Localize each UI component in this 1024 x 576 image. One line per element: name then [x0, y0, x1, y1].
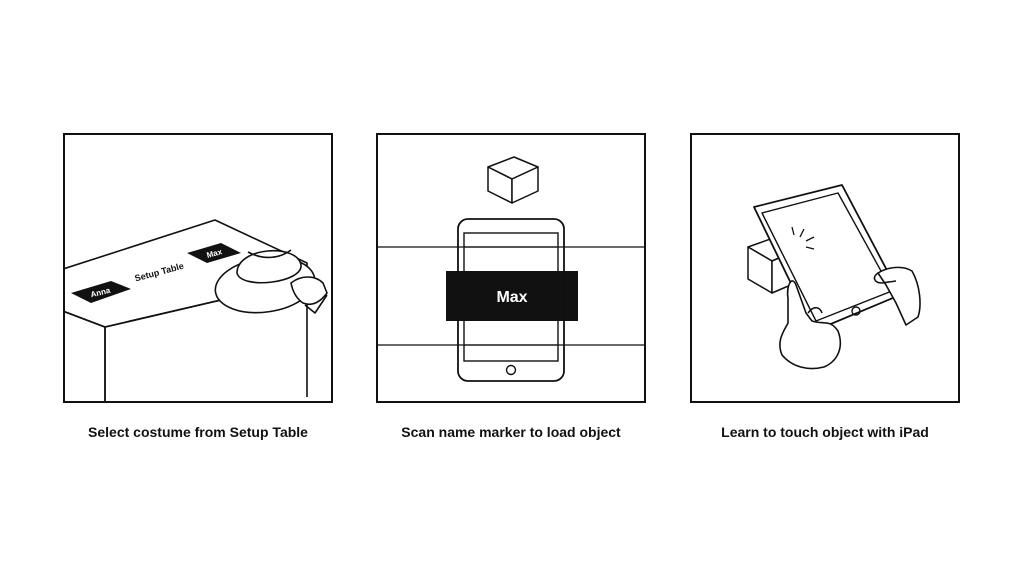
- name-marker-max: [446, 271, 578, 321]
- hand-icon: [290, 276, 328, 314]
- setup-table-illustration: Anna Setup Table Max: [65, 219, 328, 401]
- step-2-panel: Max: [376, 133, 646, 403]
- touch-burst-icon: [791, 226, 815, 250]
- cube-icon: [487, 156, 539, 204]
- step-3-caption: Learn to touch object with iPad: [721, 424, 929, 440]
- hand-icon: [873, 266, 921, 326]
- name-marker-max: [187, 243, 241, 263]
- name-marker-anna: [71, 281, 131, 303]
- name-marker-max-label: Max: [206, 247, 224, 260]
- hand-icon: [779, 280, 842, 370]
- step-1-panel: Anna Setup Table Max: [63, 133, 333, 403]
- marker-label: Max: [496, 289, 527, 306]
- step-1-caption: Select costume from Setup Table: [88, 424, 308, 440]
- step-3-panel: [690, 133, 960, 403]
- touch-object-illustration: [747, 184, 921, 370]
- step-2-caption: Scan name marker to load object: [401, 424, 621, 440]
- scan-marker-illustration: Max: [378, 156, 644, 382]
- phone-icon: [457, 218, 565, 382]
